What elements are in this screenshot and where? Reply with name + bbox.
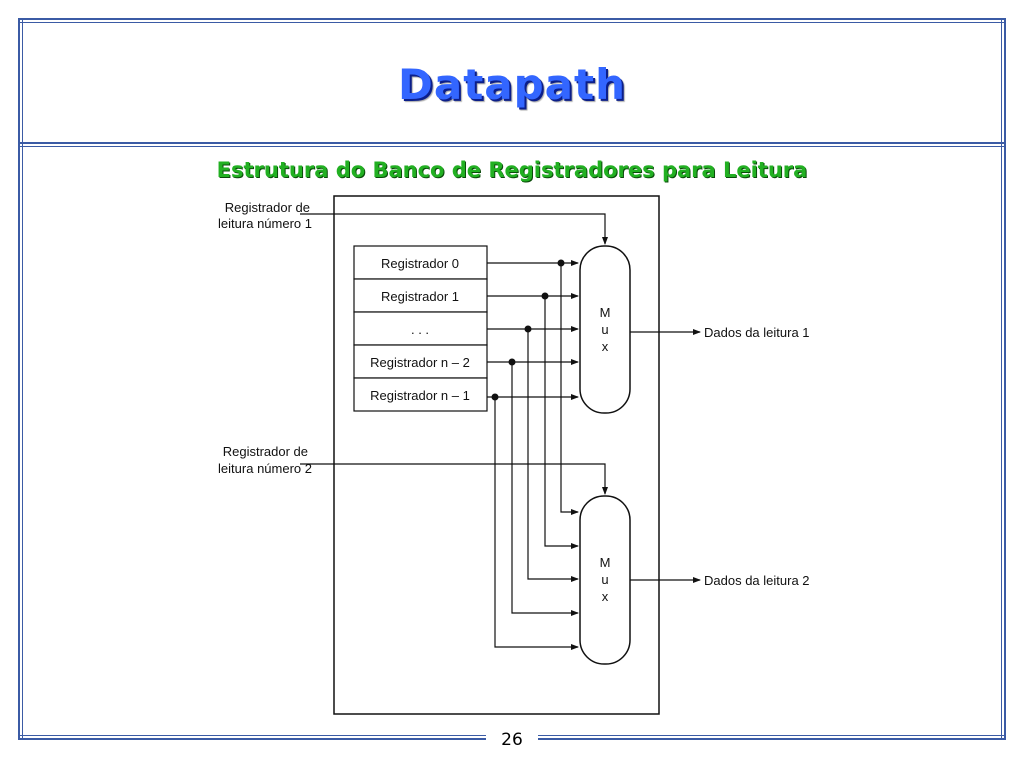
register-label: . . . <box>411 322 429 337</box>
mux-2-letter: u <box>601 572 608 587</box>
output-2-label: Dados da leitura 2 <box>704 573 810 588</box>
read-register-1-label: leitura número 1 <box>218 216 312 231</box>
read-register-2-label: leitura número 2 <box>218 461 312 476</box>
register-label: Registrador n – 1 <box>370 388 470 403</box>
page-number: 26 <box>486 730 538 750</box>
mux-2-inputs <box>494 263 579 650</box>
register-label: Registrador 0 <box>381 256 459 271</box>
slide-title: Datapath <box>397 60 626 109</box>
register-label: Registrador 1 <box>381 289 459 304</box>
read-register-1-wire <box>300 213 608 245</box>
mux-2-letter: x <box>602 589 609 604</box>
register-cell <box>353 377 488 412</box>
slide-subtitle: Estrutura do Banco de Registradores para… <box>216 158 808 182</box>
mux-1-letter: x <box>602 339 609 354</box>
register-stack: Registrador 0 Registrador 1 . . . Regist… <box>353 245 488 412</box>
read-register-1-label: Registrador de <box>225 200 310 215</box>
mux-2-letter: M <box>600 555 611 570</box>
wire-junctions <box>491 259 565 401</box>
mux-1 <box>579 245 631 414</box>
mux-1-letter: u <box>601 322 608 337</box>
mux-1-letter: M <box>600 305 611 320</box>
mux-1-inputs <box>487 260 579 400</box>
read-register-2-wire <box>300 463 608 495</box>
output-1-label: Dados da leitura 1 <box>704 325 810 340</box>
register-label: Registrador n – 2 <box>370 355 470 370</box>
read-register-2-label: Registrador de <box>223 444 308 459</box>
register-cell <box>353 311 488 346</box>
register-file-box <box>333 195 660 715</box>
